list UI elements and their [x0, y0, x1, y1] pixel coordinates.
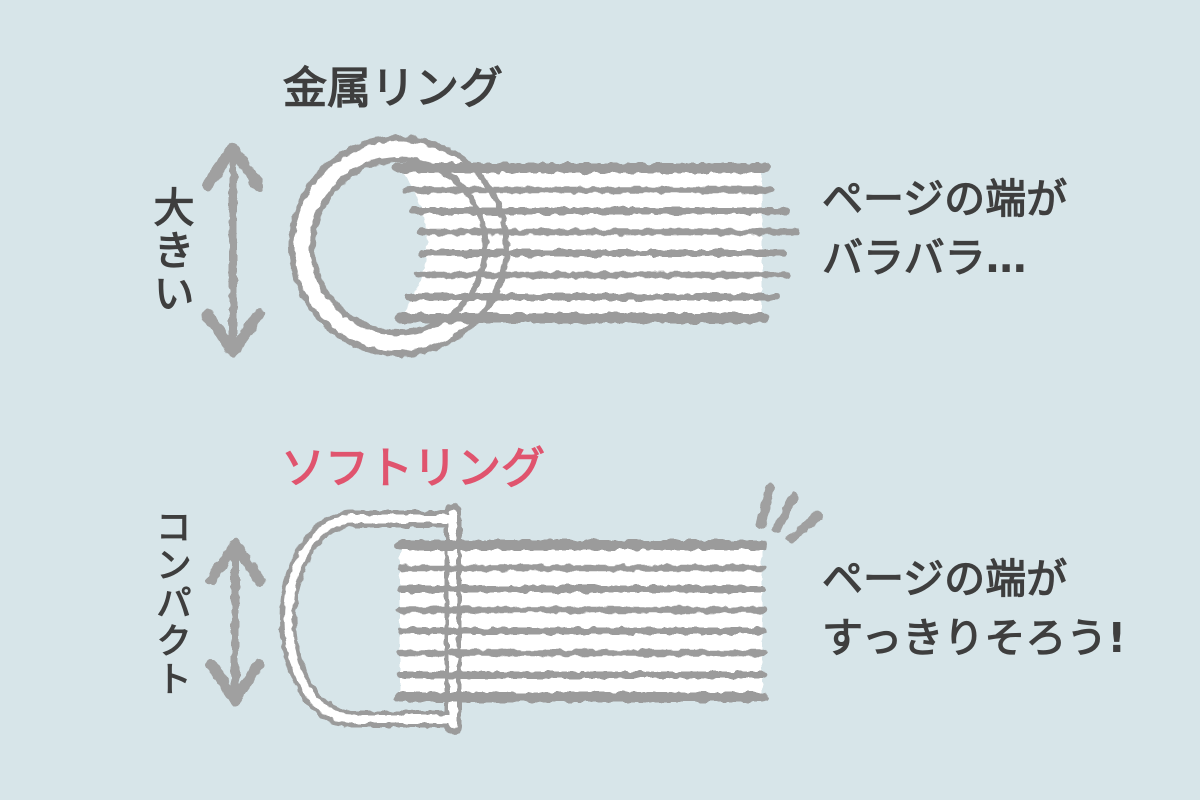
metal-page-lines: [393, 163, 801, 323]
metal-ring-diagram: [201, 135, 801, 358]
metal-caption: ページの端が バラバラ…: [822, 170, 1067, 288]
soft-caption: ページの端が すっきりそろう!: [822, 550, 1126, 668]
emphasis-marks-icon: [756, 483, 823, 543]
soft-caption-line2: すっきりそろう!: [822, 614, 1127, 662]
soft-size-label: コンパクト: [150, 508, 191, 698]
metal-caption-line1: ページの端が: [822, 175, 1068, 223]
metal-ring-band: [294, 141, 504, 351]
soft-ring-diagram: [205, 483, 823, 735]
soft-ring-band: [284, 515, 452, 723]
metal-size-label: 大きい: [146, 186, 194, 315]
soft-caption-line1: ページの端が: [822, 555, 1068, 603]
soft-ring-title: ソフトリング: [281, 443, 545, 494]
soft-size-arrow-icon: [205, 538, 265, 706]
soft-page-lines: [394, 540, 768, 702]
metal-ring-title: 金属リング: [283, 63, 503, 114]
metal-size-arrow-icon: [201, 142, 265, 358]
metal-caption-line2: バラバラ…: [822, 234, 1027, 282]
